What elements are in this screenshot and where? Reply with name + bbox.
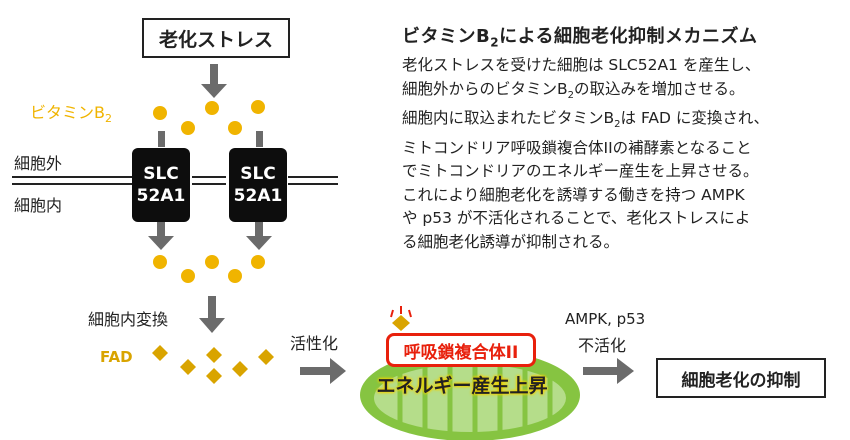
vitamin-dots-outside bbox=[153, 100, 265, 135]
slc52a1-transporter-2: SLC 52A1 bbox=[229, 148, 287, 222]
fad-diamond bbox=[206, 347, 222, 363]
vitamin-dot bbox=[228, 269, 242, 283]
fad-diamonds bbox=[152, 345, 274, 384]
arrow-conversion-down bbox=[199, 296, 225, 333]
vitamin-b2-label: ビタミンB2 bbox=[30, 103, 112, 126]
mitochondrion bbox=[360, 349, 580, 440]
transporter-stub-top-2 bbox=[256, 131, 263, 147]
vitamin-dots-inside bbox=[153, 255, 265, 283]
intracellular-label: 細胞内 bbox=[14, 196, 63, 215]
inactivation-label: 不活化 bbox=[578, 336, 627, 355]
description-paragraph: 老化ストレスを受けた細胞は SLC52A1 を産生し、 細胞外からのビタミンB2… bbox=[402, 54, 834, 254]
vitamin-dot bbox=[205, 255, 219, 269]
description-line: これにより細胞老化を誘導する働きを持つ AMPK bbox=[402, 185, 745, 204]
fad-diamond bbox=[258, 349, 274, 365]
respiratory-complex-ii-box: 呼吸鎖複合体II bbox=[386, 333, 536, 367]
energy-production-label: エネルギー産生上昇 bbox=[376, 375, 548, 397]
activation-label: 活性化 bbox=[290, 334, 339, 353]
fad-diamond bbox=[180, 359, 196, 375]
vitamin-dot bbox=[205, 101, 219, 115]
cell-membrane bbox=[12, 176, 338, 185]
extracellular-label: 細胞外 bbox=[14, 154, 63, 173]
fad-label: FAD bbox=[100, 348, 133, 366]
description-line: ミトコンドリア呼吸鎖複合体IIの補酵素となること bbox=[402, 138, 752, 157]
transporter-stub-top-1 bbox=[158, 131, 165, 147]
vitamin-dot bbox=[228, 121, 242, 135]
fad-bound-icon bbox=[390, 306, 412, 331]
ampk-p53-label: AMPK, p53 bbox=[565, 310, 646, 328]
description-line: でミトコンドリアのエネルギー産生を上昇させる。 bbox=[402, 162, 759, 181]
arrow-activation bbox=[300, 358, 346, 384]
senescence-suppression-box: 細胞老化の抑制 bbox=[656, 358, 826, 398]
fad-diamond bbox=[152, 345, 168, 361]
vitamin-dot bbox=[181, 121, 195, 135]
description-line: る細胞老化誘導が抑制される。 bbox=[402, 232, 620, 251]
vitamin-dot bbox=[153, 106, 167, 120]
vitamin-dot bbox=[251, 255, 265, 269]
vitamin-dot bbox=[181, 269, 195, 283]
fad-diamond bbox=[232, 361, 248, 377]
slc52a1-transporter-1: SLC 52A1 bbox=[132, 148, 190, 222]
vitamin-dot bbox=[153, 255, 167, 269]
description-line: 細胞内に取込まれたビタミンB2は FAD に変換され、 bbox=[402, 109, 770, 131]
description-line: 老化ストレスを受けた細胞は SLC52A1 を産生し、 bbox=[402, 56, 761, 74]
intracellular-conversion-label: 細胞内変換 bbox=[88, 310, 169, 329]
description-line: や p53 が不活化されることで、老化ストレスによ bbox=[402, 209, 751, 228]
arrow-stress-down bbox=[201, 64, 227, 98]
aging-stress-box: 老化ストレス bbox=[142, 18, 290, 58]
description-title: ビタミンB2による細胞老化抑制メカニズム bbox=[402, 26, 758, 50]
vitamin-dot bbox=[251, 100, 265, 114]
description-line: 細胞外からのビタミンB2の取込みを増加させる。 bbox=[402, 79, 745, 101]
arrow-transporter-2-down bbox=[246, 222, 272, 250]
aging-stress-label: 老化ストレス bbox=[158, 28, 273, 51]
fad-diamond bbox=[206, 368, 222, 384]
arrow-transporter-1-down bbox=[148, 222, 174, 250]
arrow-inhibition bbox=[583, 358, 634, 384]
